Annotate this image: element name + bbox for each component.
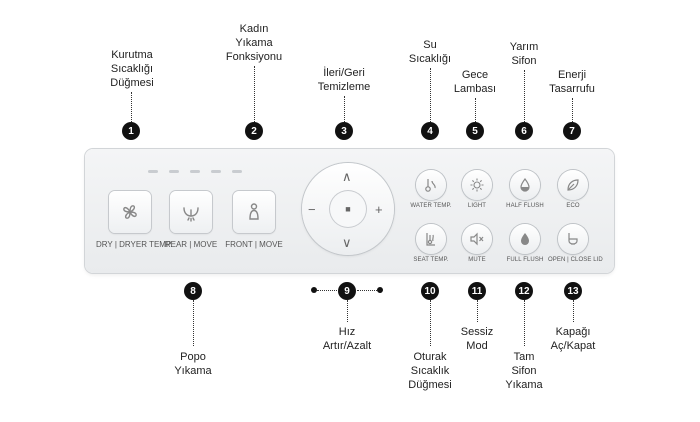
eco-button[interactable] [558,170,588,200]
callout-label-5: Gece Lambası [453,69,497,95]
mute-icon [470,232,484,246]
drop-icon [521,233,529,245]
callout-label-11: Sessiz Mod [460,326,494,352]
seat-temp-button[interactable] [416,224,446,254]
callout-label-6: Yarım Sifon [509,41,539,67]
dry-button-label: DRY | DRYER TEMP. [96,240,173,249]
dial-center-button[interactable]: ■ [330,191,366,227]
callout-leader-5 [475,98,476,122]
callout-label-4: Su Sıcaklığı [408,39,452,65]
mute-button[interactable] [462,224,492,254]
callout-badge-8: 8 [184,282,202,300]
rear-wash-button[interactable] [170,191,212,233]
callout-badge-9: 9 [338,282,356,300]
callout-label-2: Kadın Yıkama Fonksiyonu [225,23,283,63]
callout-label-8: Popo Yıkama [174,351,212,377]
seat-temp-label: SEAT TEMP. [413,257,449,263]
mute-label: MUTE [468,257,486,263]
light-button[interactable] [462,170,492,200]
callout-leader-10 [430,300,431,346]
dial-plus-button[interactable]: + [375,202,383,217]
callout-label-12: Tam Sifon Yıkama [505,351,543,391]
callout-leader-11 [477,300,478,322]
callout-leader-9 [347,300,348,322]
water-temp-button[interactable] [416,170,446,200]
callout-badge-5: 5 [466,122,484,140]
lid-icon [568,233,578,245]
callout-badge-7: 7 [563,122,581,140]
full-flush-button[interactable] [510,224,540,254]
stop-icon: ■ [345,204,351,214]
lid-label: OPEN | CLOSE LID [548,257,603,263]
callout-leader-2 [254,66,255,122]
speed-range-start-dot [311,287,317,293]
front-wash-icon [249,203,259,220]
speed-range-line-left [317,290,337,291]
dial-up-arrow[interactable]: ∧ [342,169,352,184]
indicator-led-5 [232,170,242,173]
light-label: LIGHT [467,203,487,209]
callout-badge-11: 11 [468,282,486,300]
half-flush-label: HALF FLUSH [506,203,544,209]
callout-badge-13: 13 [564,282,582,300]
callout-leader-1 [131,92,132,122]
dial-down-arrow[interactable]: ∨ [342,235,352,250]
callout-badge-12: 12 [515,282,533,300]
indicator-led-4 [211,170,221,173]
callout-leader-13 [573,300,574,322]
dial-minus-button[interactable]: − [308,202,316,217]
dry-button[interactable] [109,191,151,233]
callout-badge-3: 3 [335,122,353,140]
callout-leader-12 [524,300,525,346]
callout-label-13: Kapağı Aç/Kapat [550,326,596,352]
callout-leader-8 [193,300,194,346]
callout-label-1: Kurutma Sıcaklığı Düğmesi [110,49,154,89]
half-drop-icon [520,177,530,192]
front-wash-button-label: FRONT | MOVE [225,240,283,249]
callout-badge-10: 10 [421,282,439,300]
indicator-led-2 [169,170,179,173]
callout-badge-6: 6 [515,122,533,140]
thermometer-icon [425,179,436,192]
seat-temp-icon [426,233,435,246]
callout-leader-4 [430,68,431,122]
speed-range-end-dot [377,287,383,293]
callout-badge-1: 1 [122,122,140,140]
indicator-led-3 [190,170,200,173]
sun-icon [470,178,484,192]
callout-label-7: Enerji Tasarrufu [549,69,595,95]
callout-label-9: Hız Artır/Azalt [322,326,372,352]
indicator-led-1 [148,170,158,173]
callout-label-10: Oturak Sıcaklık Düğmesi [408,351,452,391]
callout-label-3: İleri/Geri Temizleme [317,67,371,93]
leaf-icon [567,179,579,191]
speed-range-line-right [357,290,377,291]
lid-button[interactable] [558,224,588,254]
rear-wash-icon [183,207,199,222]
callout-leader-6 [524,70,525,122]
fan-icon [123,205,137,219]
front-wash-button[interactable] [233,191,275,233]
callout-leader-3 [344,96,345,122]
half-flush-button[interactable] [510,170,540,200]
callout-badge-2: 2 [245,122,263,140]
eco-label: ECO [566,203,580,209]
callout-badge-4: 4 [421,122,439,140]
rear-wash-button-label: REAR | MOVE [164,240,218,249]
callout-leader-7 [572,98,573,122]
full-flush-label: FULL FLUSH [506,257,544,263]
water-temp-label: WATER TEMP. [410,203,452,209]
